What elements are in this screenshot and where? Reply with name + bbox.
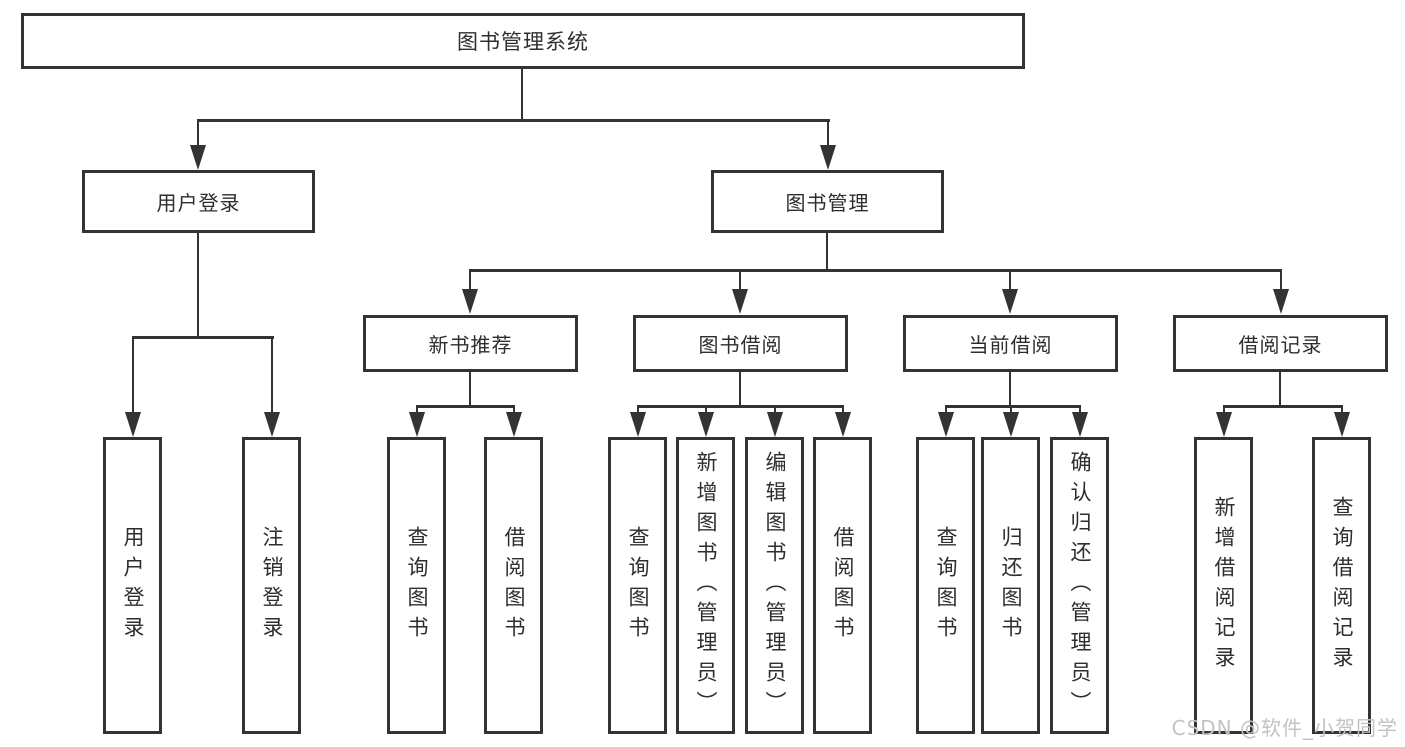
arrowhead-down-icon — [630, 412, 646, 437]
arrowhead-down-icon — [506, 412, 522, 437]
node-leaf-edit-books-admin: 编辑图书（管理员） — [745, 437, 804, 734]
node-leaf-query-books: 查询图书 — [916, 437, 975, 734]
connector-user-login-stem — [197, 119, 199, 149]
connector-leaf-stem — [132, 338, 134, 414]
node-label: 查询图书 — [405, 525, 429, 646]
arrowhead-down-icon — [1273, 289, 1289, 314]
node-leaf-query-borrow-record: 查询借阅记录 — [1312, 437, 1371, 734]
node-user-login: 用户登录 — [82, 170, 315, 233]
connector-current-borrowing-down — [1009, 372, 1011, 407]
node-label: 查询图书 — [934, 525, 958, 646]
node-leaf-add-borrow-record: 新增借阅记录 — [1194, 437, 1253, 734]
node-leaf-borrow-books: 借阅图书 — [484, 437, 543, 734]
connector-root-hline — [197, 119, 830, 122]
arrowhead-down-icon — [938, 412, 954, 437]
node-leaf-logout: 注销登录 — [242, 437, 301, 734]
node-leaf-borrow-books: 借阅图书 — [813, 437, 872, 734]
connector-lvl3-stem — [469, 271, 471, 289]
connector-borrowing-records-hline — [1223, 405, 1343, 408]
connector-new-book-down — [469, 372, 471, 407]
node-label: 用户登录 — [121, 525, 145, 646]
connector-borrowing-records-down — [1279, 372, 1281, 407]
arrowhead-down-icon — [462, 289, 478, 314]
node-leaf-confirm-return-admin: 确认归还（管理员） — [1050, 437, 1109, 734]
arrowhead-down-icon — [835, 412, 851, 437]
node-label: 归还图书 — [999, 525, 1023, 646]
arrowhead-down-icon — [1334, 412, 1350, 437]
connector-leaf-stem — [271, 338, 273, 414]
connector-book-management-down — [826, 233, 828, 271]
arrowhead-down-icon — [409, 412, 425, 437]
arrowhead-down-icon — [190, 145, 206, 170]
connector-book-borrowing-down — [739, 372, 741, 407]
connector-user-login-down — [197, 233, 199, 338]
node-label: 新增借阅记录 — [1212, 495, 1236, 676]
connector-lvl3-stem — [1009, 271, 1011, 289]
connector-lvl3-stem — [1280, 271, 1282, 289]
arrowhead-down-icon — [698, 412, 714, 437]
node-leaf-add-books-admin: 新增图书（管理员） — [676, 437, 735, 734]
arrowhead-down-icon — [1072, 412, 1088, 437]
arrowhead-down-icon — [732, 289, 748, 314]
connector-book-borrowing-hline — [637, 405, 844, 408]
connector-book-management-stem — [827, 119, 829, 149]
connector-book-management-hline — [469, 269, 1282, 272]
node-new-book-recommend: 新书推荐 — [363, 315, 578, 372]
node-label: 借阅图书 — [831, 525, 855, 646]
node-leaf-query-books: 查询图书 — [608, 437, 667, 734]
node-label: 确认归还（管理员） — [1068, 450, 1092, 721]
node-label: 编辑图书（管理员） — [763, 450, 787, 721]
arrowhead-down-icon — [820, 145, 836, 170]
connector-user-login-hline — [132, 336, 274, 339]
arrowhead-down-icon — [1216, 412, 1232, 437]
node-borrowing-records: 借阅记录 — [1173, 315, 1388, 372]
node-label: 注销登录 — [260, 525, 284, 646]
connector-new-book-hline — [416, 405, 515, 408]
arrowhead-down-icon — [767, 412, 783, 437]
node-leaf-user-login: 用户登录 — [103, 437, 162, 734]
arrowhead-down-icon — [264, 412, 280, 437]
connector-current-borrowing-hline — [945, 405, 1081, 408]
node-label: 查询图书 — [626, 525, 650, 646]
node-book-borrowing: 图书借阅 — [633, 315, 848, 372]
connector-root-stem — [521, 69, 523, 120]
arrowhead-down-icon — [1002, 289, 1018, 314]
node-library-management-system: 图书管理系统 — [21, 13, 1025, 69]
node-current-borrowing: 当前借阅 — [903, 315, 1118, 372]
node-label: 新增图书（管理员） — [694, 450, 718, 721]
node-book-management: 图书管理 — [711, 170, 944, 233]
node-label: 查询借阅记录 — [1330, 495, 1354, 676]
node-leaf-return-books: 归还图书 — [981, 437, 1040, 734]
connector-lvl3-stem — [739, 271, 741, 289]
arrowhead-down-icon — [125, 412, 141, 437]
node-label: 借阅图书 — [502, 525, 526, 646]
csdn-watermark: CSDN @软件_小贺同学 — [1171, 716, 1398, 740]
node-leaf-query-books: 查询图书 — [387, 437, 446, 734]
arrowhead-down-icon — [1003, 412, 1019, 437]
